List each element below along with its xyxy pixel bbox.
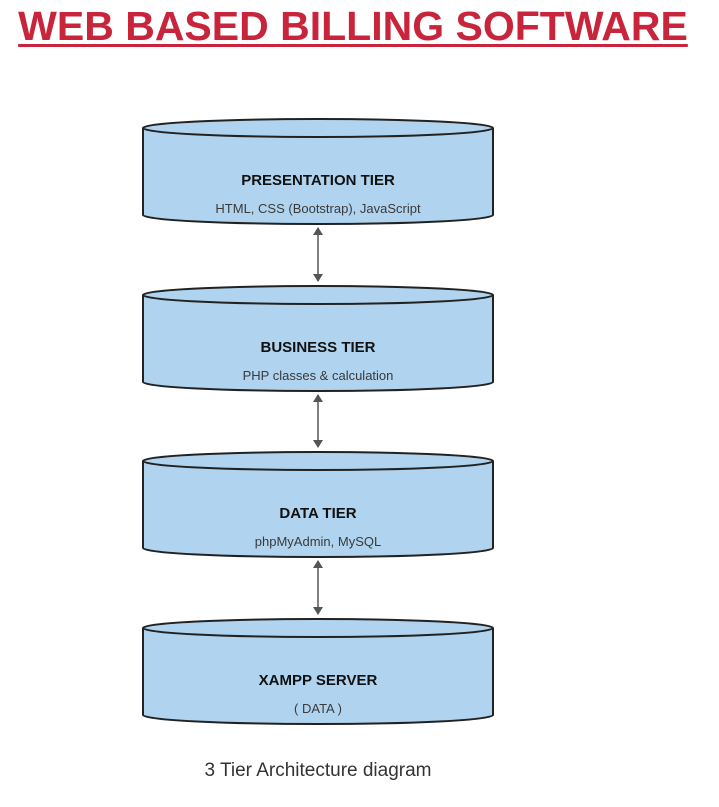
tier-name: XAMPP SERVER [259, 672, 378, 689]
cylinder-body [142, 128, 494, 225]
cylinder-body [142, 461, 494, 558]
cylinder-top [142, 118, 494, 138]
diagram-caption: 3 Tier Architecture diagram [204, 760, 432, 781]
tier-detail: phpMyAdmin, MySQL [255, 534, 381, 549]
tier-detail: HTML, CSS (Bootstrap), JavaScript [215, 201, 421, 216]
tier-name: PRESENTATION TIER [241, 172, 395, 189]
cylinder-body [142, 628, 494, 725]
cylinder-body [142, 295, 494, 392]
tier-name: DATA TIER [279, 505, 356, 522]
cylinder-top [142, 618, 494, 638]
tier-detail: PHP classes & calculation [243, 368, 394, 383]
cylinder-top [142, 285, 494, 305]
tier-detail: ( DATA ) [294, 701, 342, 716]
tier-cylinder-presentation[interactable]: PRESENTATION TIER HTML, CSS (Bootstrap),… [142, 118, 494, 225]
tier-cylinder-business[interactable]: BUSINESS TIER PHP classes & calculation [142, 285, 494, 392]
cylinder-top [142, 451, 494, 471]
tier-cylinder-data[interactable]: DATA TIER phpMyAdmin, MySQL [142, 451, 494, 558]
page-title: WEB BASED BILLING SOFTWARE [18, 3, 688, 49]
tier-cylinder-xampp[interactable]: XAMPP SERVER ( DATA ) [142, 618, 494, 725]
tier-name: BUSINESS TIER [260, 339, 375, 356]
